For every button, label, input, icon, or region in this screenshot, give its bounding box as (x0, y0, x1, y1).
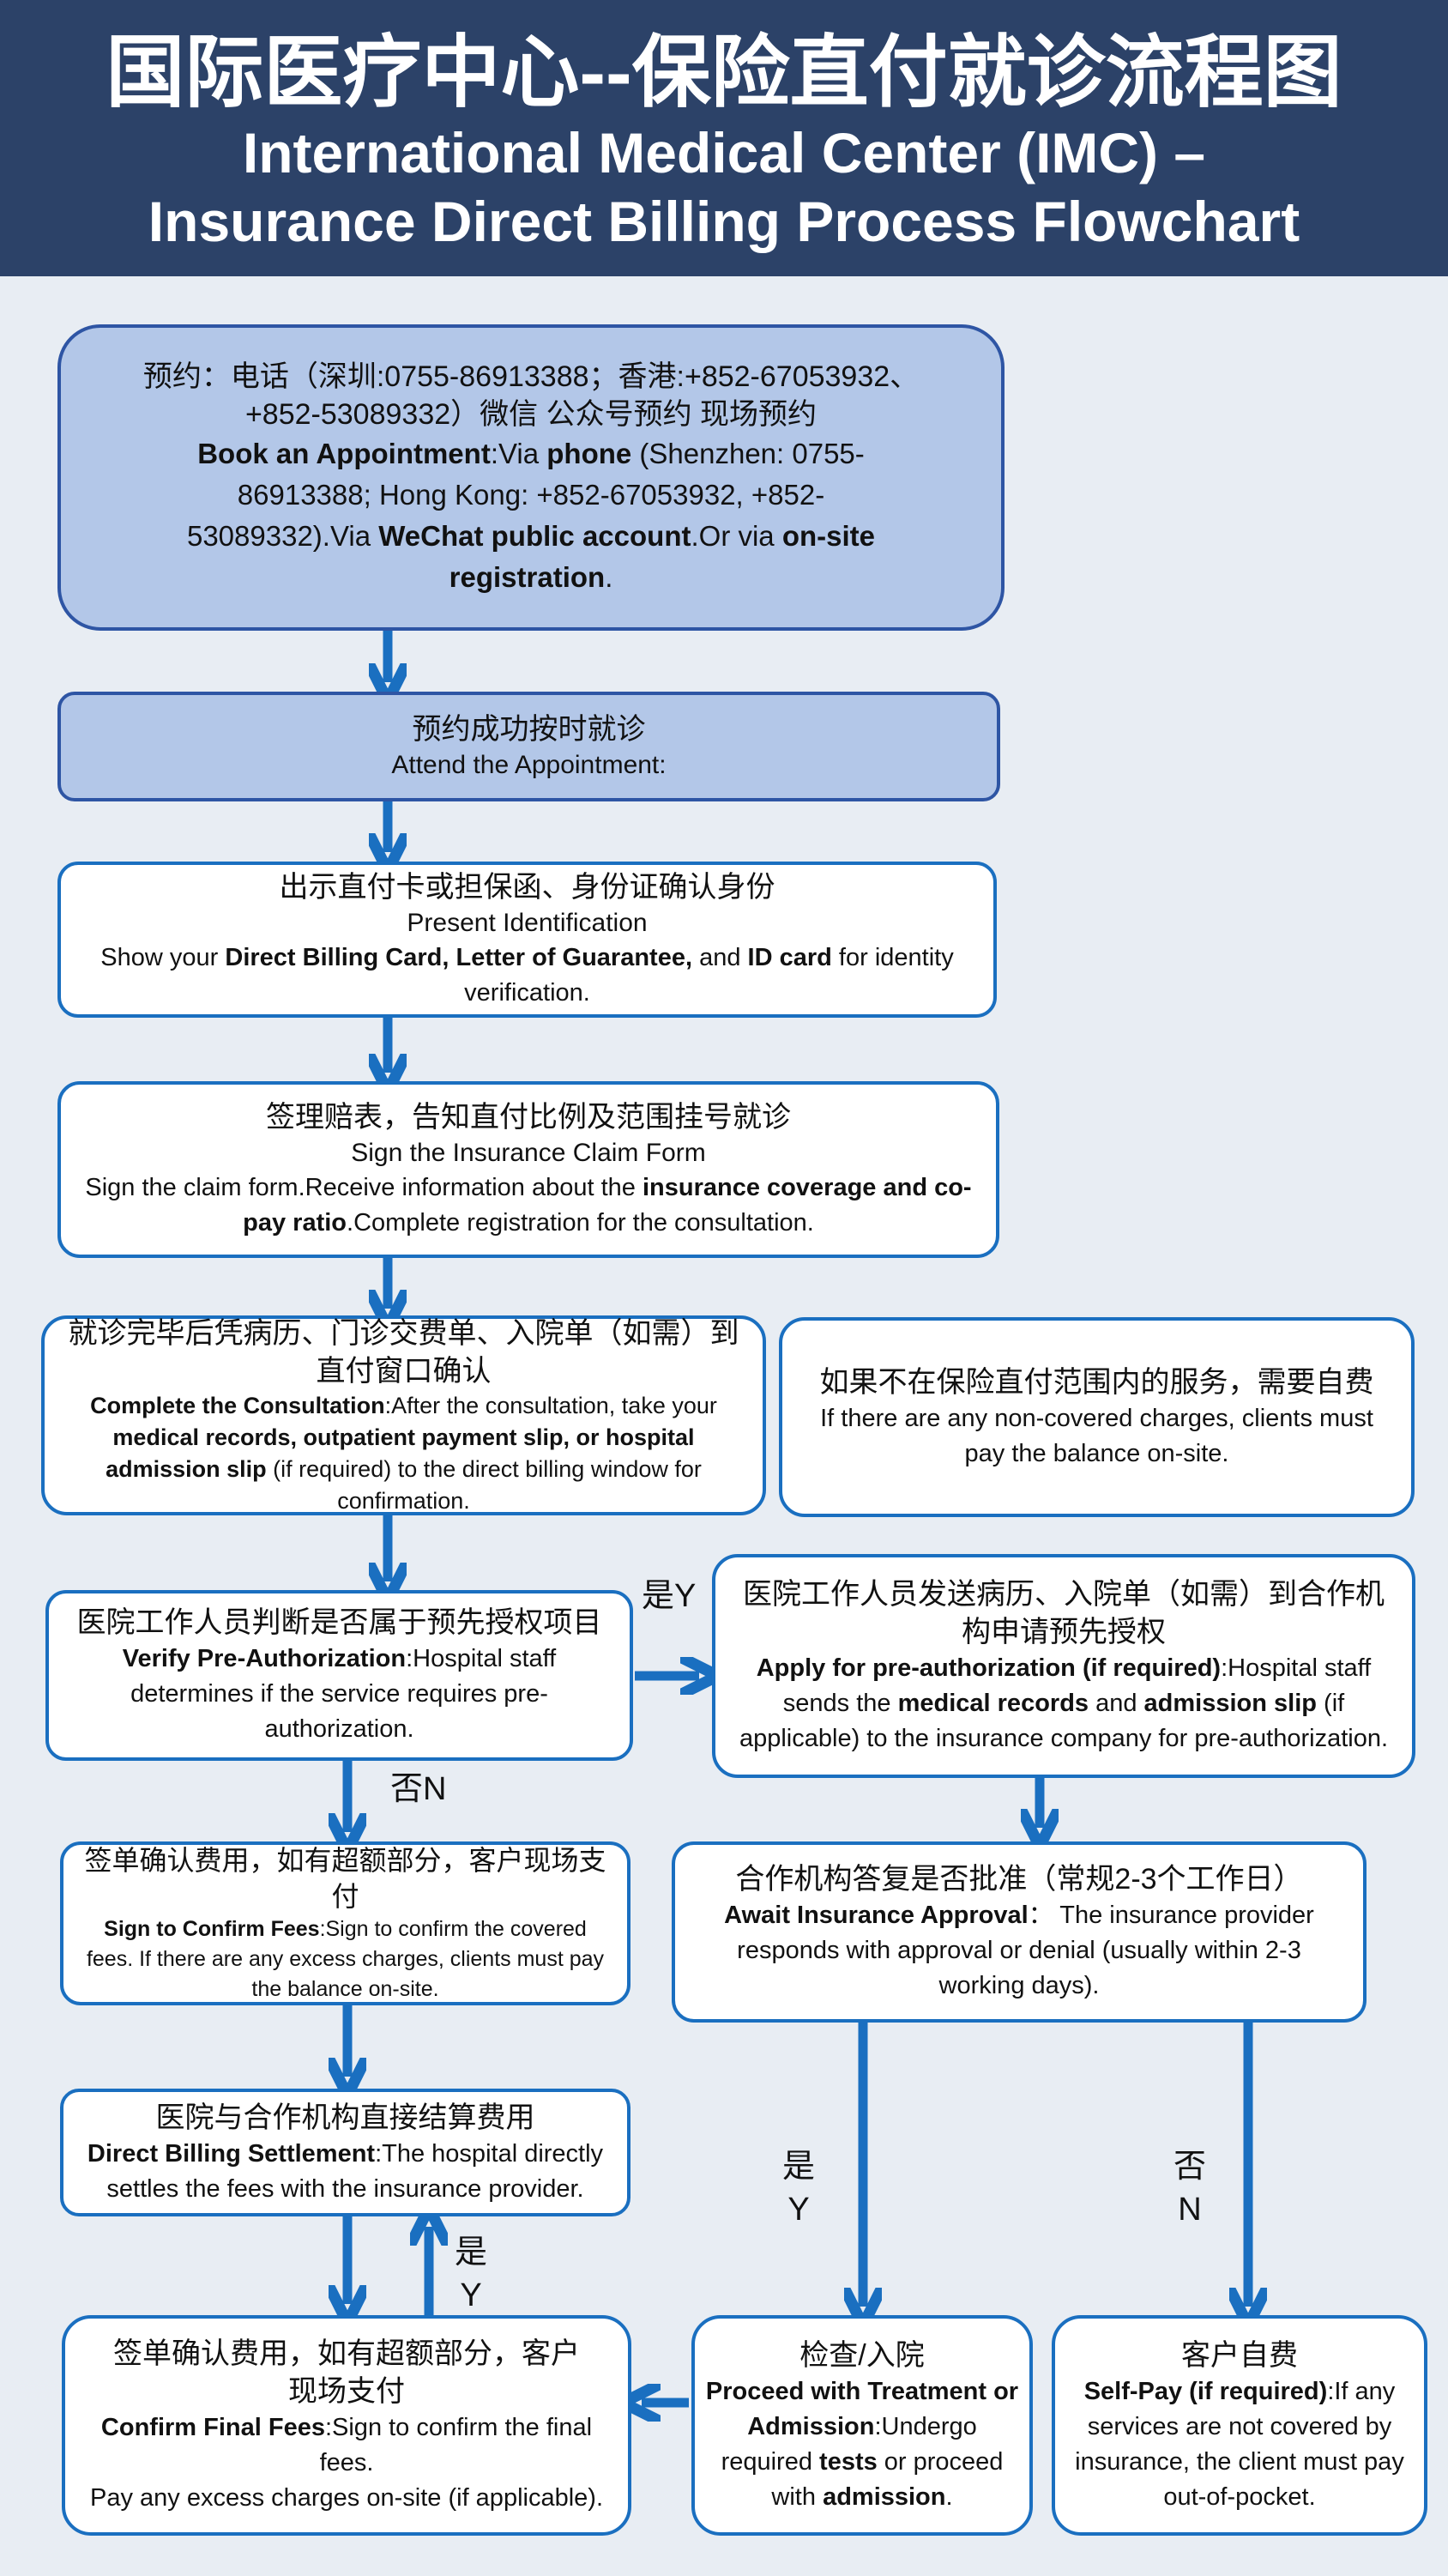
step-non-covered-charges: 如果不在保险直付范围内的服务，需要自费 If there are any non… (779, 1317, 1415, 1517)
header-banner: 国际医疗中心--保险直付就诊流程图 International Medical … (0, 0, 1448, 276)
final-en: Confirm Final Fees:Sign to confirm the f… (89, 2414, 603, 2512)
claim-zh: 签理赔表，告知直付比例及范围挂号就诊 (266, 1101, 791, 1134)
title-en: International Medical Center (IMC) – Ins… (0, 118, 1448, 256)
step-sign-confirm-fees: 签单确认费用，如有超额部分，客户现场支付 Sign to Confirm Fee… (60, 1841, 630, 2005)
settle-zh: 医院与合作机构直接结算费用 (155, 2101, 535, 2134)
step-book-appointment: 预约：电话（深圳:0755-86913388；香港:+852-67053932、… (57, 324, 1005, 631)
consult-zh: 就诊完毕后凭病历、门诊交费单、入院单（如需）到直付窗口确认 (68, 1316, 739, 1388)
appointment-en: Book an Appointment:Via phone (Shenzhen:… (186, 437, 876, 593)
identify-zh: 出示直付卡或担保函、身份证确认身份 (279, 871, 775, 904)
step-apply-preauthorization: 医院工作人员发送病历、入院单（如需）到合作机构申请预先授权 Apply for … (712, 1554, 1415, 1778)
consult-en: Complete the Consultation:After the cons… (90, 1392, 717, 1514)
step-present-identification: 出示直付卡或担保函、身份证确认身份 Present Identification… (57, 862, 997, 1018)
step-complete-consultation: 就诊完毕后凭病历、门诊交费单、入院单（如需）到直付窗口确认 Complete t… (41, 1315, 766, 1515)
apply-en: Apply for pre-authorization (if required… (739, 1654, 1389, 1752)
step-confirm-final-fees: 签单确认费用，如有超额部分，客户现场支付 Confirm Final Fees:… (62, 2315, 631, 2536)
title-en-line2: Insurance Direct Billing Process Flowcha… (148, 190, 1300, 253)
verify-zh: 医院工作人员判断是否属于预先授权项目 (76, 1606, 602, 1639)
label-yes-preauth: 是Y (642, 1578, 697, 1614)
treatment-zh: 检查/入院 (799, 2338, 925, 2372)
step-await-insurance-approval: 合作机构答复是否批准（常规2-3个工作日） Await Insurance Ap… (672, 1841, 1367, 2023)
step-self-pay: 客户自费 Self-Pay (if required):If any servi… (1052, 2315, 1427, 2536)
final-zh: 签单确认费用，如有超额部分，客户现场支付 (113, 2337, 580, 2408)
noncovered-zh: 如果不在保险直付范围内的服务，需要自费 (819, 1365, 1374, 1399)
selfpay-zh: 客户自费 (1181, 2338, 1298, 2372)
label-no-preauth: 否N (390, 1771, 447, 1807)
step-treatment-admission: 检查/入院 Proceed with Treatment or Admissio… (691, 2315, 1033, 2536)
step-direct-billing-settlement: 医院与合作机构直接结算费用 Direct Billing Settlement:… (60, 2089, 630, 2216)
identify-en-title: Present Identification (407, 909, 648, 937)
title-zh: 国际医疗中心--保险直付就诊流程图 (106, 29, 1342, 117)
sign-zh: 签单确认费用，如有超额部分，客户现场支付 (84, 1845, 606, 1912)
identify-en: Show your Direct Billing Card, Letter of… (100, 944, 954, 1007)
claim-en-title: Sign the Insurance Claim Form (351, 1139, 706, 1167)
step-verify-preauthorization: 医院工作人员判断是否属于预先授权项目 Verify Pre-Authorizat… (45, 1590, 633, 1761)
await-zh: 合作机构答复是否批准（常规2-3个工作日） (735, 1863, 1303, 1896)
noncovered-en: If there are any non-covered charges, cl… (820, 1404, 1373, 1467)
verify-en: Verify Pre-Authorization:Hospital staff … (122, 1645, 557, 1743)
claim-en: Sign the claim form.Receive information … (85, 1174, 972, 1237)
step-attend-appointment: 预约成功按时就诊 Attend the Appointment: (57, 692, 1000, 801)
sign-en: Sign to Confirm Fees:Sign to confirm the… (86, 1917, 605, 2001)
apply-zh: 医院工作人员发送病历、入院单（如需）到合作机构申请预先授权 (743, 1578, 1385, 1648)
appointment-zh: 预约：电话（深圳:0755-86913388；香港:+852-67053932、… (142, 360, 920, 431)
step-sign-claim-form: 签理赔表，告知直付比例及范围挂号就诊 Sign the Insurance Cl… (57, 1081, 999, 1258)
attend-en: Attend the Appointment: (391, 751, 667, 779)
title-en-line1: International Medical Center (IMC) – (242, 121, 1206, 184)
await-en: Await Insurance Approval： The insurance … (724, 1902, 1314, 1999)
settle-en: Direct Billing Settlement:The hospital d… (87, 2139, 604, 2203)
treatment-en: Proceed with Treatment or Admission:Unde… (705, 2377, 1019, 2511)
attend-zh: 预约成功按时就诊 (412, 713, 646, 746)
selfpay-en: Self-Pay (if required):If any services a… (1075, 2377, 1404, 2511)
